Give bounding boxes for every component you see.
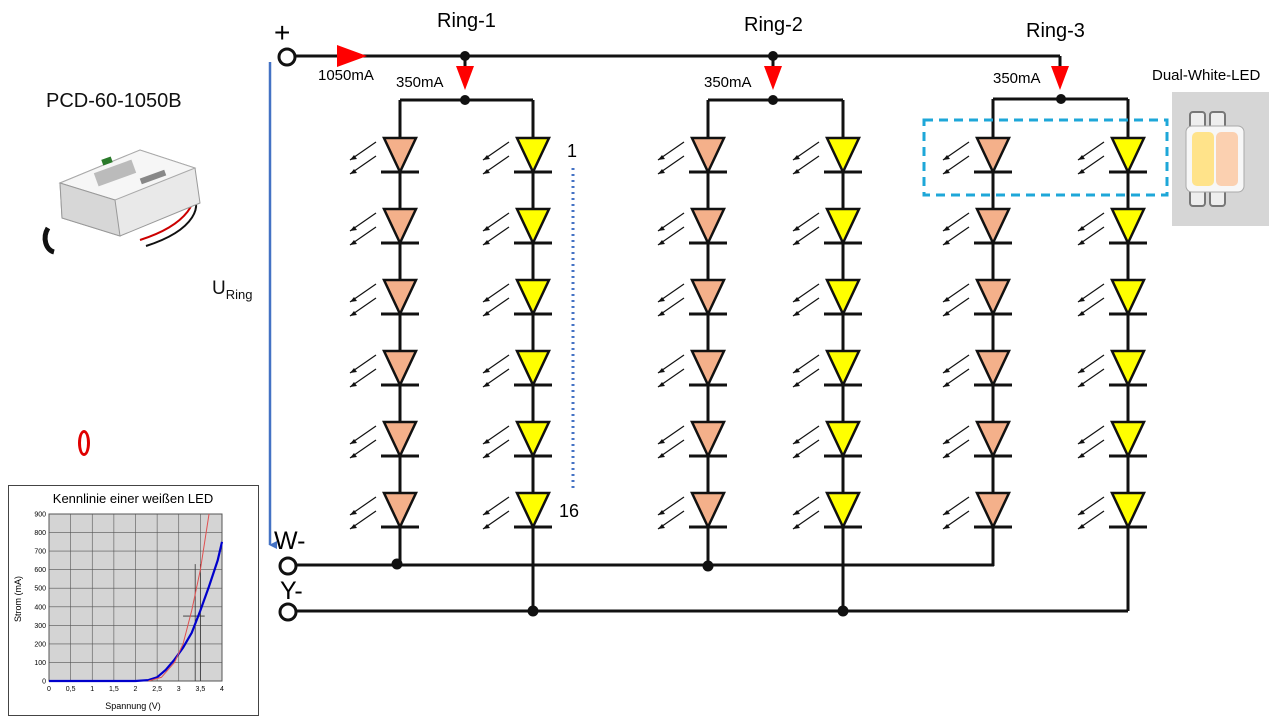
graph-series-blue-curve (49, 541, 224, 683)
graph-y-tick-label: 400 (34, 604, 46, 611)
graph-y-tick-label: 100 (34, 660, 46, 667)
dual-led-photo (1172, 92, 1269, 226)
graph-x-tick-label: 1 (90, 686, 94, 693)
led-diode (1077, 491, 1147, 530)
graph-y-tick-label: 200 (34, 641, 46, 648)
led-diode (792, 207, 862, 246)
index-first-label: 1 (567, 141, 577, 161)
positive-terminal (277, 47, 297, 67)
graph-y-tick-label: 600 (34, 567, 46, 574)
led-diode (942, 349, 1012, 388)
uring-label: URing (212, 278, 252, 302)
graph-x-tick-label: 0,5 (66, 686, 76, 693)
uring-main-text: U (212, 278, 226, 299)
w-minus-terminal (278, 556, 298, 576)
led-diode (349, 136, 419, 175)
graph-series-red-curve (148, 513, 210, 682)
ring-2-string-group (657, 98, 862, 611)
led-diode (657, 349, 727, 388)
dual-led-chip-icon (1172, 92, 1269, 226)
led-diode (482, 420, 552, 459)
led-diode (482, 207, 552, 246)
graph-x-axis-label: Spannung (V) (105, 701, 161, 711)
led-rings (349, 97, 1147, 611)
led-characteristic-graph: Kennlinie einer weißen LED Spannung (V) … (8, 485, 259, 716)
junction-dots (391, 51, 1066, 617)
led-diode (942, 420, 1012, 459)
led-diode (1077, 207, 1147, 246)
w-minus-label: W- (274, 527, 305, 555)
dual-led-highlight-box (922, 118, 1169, 197)
graph-x-tick-label: 1,5 (109, 686, 119, 693)
led-diode (349, 207, 419, 246)
led-diode (792, 420, 862, 459)
led-diode (942, 491, 1012, 530)
driver-image (42, 149, 201, 255)
supply-wires (296, 54, 1128, 613)
ring3-label: Ring-3 (1026, 20, 1085, 42)
graph-canvas: Kennlinie einer weißen LED Spannung (V) … (13, 491, 224, 711)
ring1-current-label: 350mA (396, 74, 444, 91)
led-diode (942, 136, 1012, 175)
led-diode (1077, 349, 1147, 388)
led-diode (482, 349, 552, 388)
y-minus-label: Y- (280, 577, 303, 605)
dual-led-label: Dual-White-LED (1152, 67, 1261, 84)
graph-x-tick-label: 0 (47, 686, 51, 693)
ring-3-string-group (942, 97, 1147, 611)
ring1-current-arrow (456, 66, 474, 90)
ring1-label: Ring-1 (437, 10, 496, 32)
led-diode (657, 278, 727, 317)
graph-y-tick-label: 900 (34, 512, 46, 519)
graph-x-tick-label: 4 (220, 686, 224, 693)
graph-y-tick-label: 0 (42, 679, 46, 686)
led-diode (349, 420, 419, 459)
red-zero-marker (78, 430, 90, 456)
ring3-current-label: 350mA (993, 70, 1041, 87)
led-diode (1077, 136, 1147, 175)
graph-x-tick-label: 3,5 (196, 686, 206, 693)
led-diode (1077, 278, 1147, 317)
led-diode (657, 207, 727, 246)
led-diode (482, 491, 552, 530)
graph-y-tick-label: 800 (34, 530, 46, 537)
graph-x-tick-label: 2,5 (152, 686, 162, 693)
led-diode (942, 278, 1012, 317)
graph-y-tick-label: 500 (34, 586, 46, 593)
led-diode (792, 136, 862, 175)
ring3-current-arrow (1051, 66, 1069, 90)
led-diode (1077, 420, 1147, 459)
led-diode (349, 491, 419, 530)
led-diode (792, 349, 862, 388)
led-diode (942, 207, 1012, 246)
led-diode (657, 491, 727, 530)
plus-label: + (274, 17, 290, 48)
led-diode (482, 136, 552, 175)
graph-x-tick-label: 3 (177, 686, 181, 693)
led-diode (349, 349, 419, 388)
led-diode (657, 136, 727, 175)
uring-sub-text: Ring (225, 286, 253, 302)
graph-y-axis-label: Strom (mA) (13, 576, 23, 622)
graph-title: Kennlinie einer weißen LED (53, 491, 213, 506)
ring2-current-label: 350mA (704, 74, 752, 91)
led-diode (792, 491, 862, 530)
main-current-label: 1050mA (318, 67, 374, 84)
graph-x-tick-label: 2 (134, 686, 138, 693)
ring2-current-arrow (764, 66, 782, 90)
led-diode (482, 278, 552, 317)
ring2-label: Ring-2 (744, 14, 803, 36)
graph-y-tick-label: 300 (34, 623, 46, 630)
index-last-label: 16 (559, 501, 579, 521)
y-minus-terminal (278, 602, 298, 622)
led-diode (349, 278, 419, 317)
ring-1-string-group (349, 98, 552, 611)
graph-y-tick-label: 700 (34, 549, 46, 556)
driver-label: PCD-60-1050B (46, 90, 182, 112)
led-diode (657, 420, 727, 459)
main-current-arrow (337, 45, 367, 67)
led-diode (792, 278, 862, 317)
